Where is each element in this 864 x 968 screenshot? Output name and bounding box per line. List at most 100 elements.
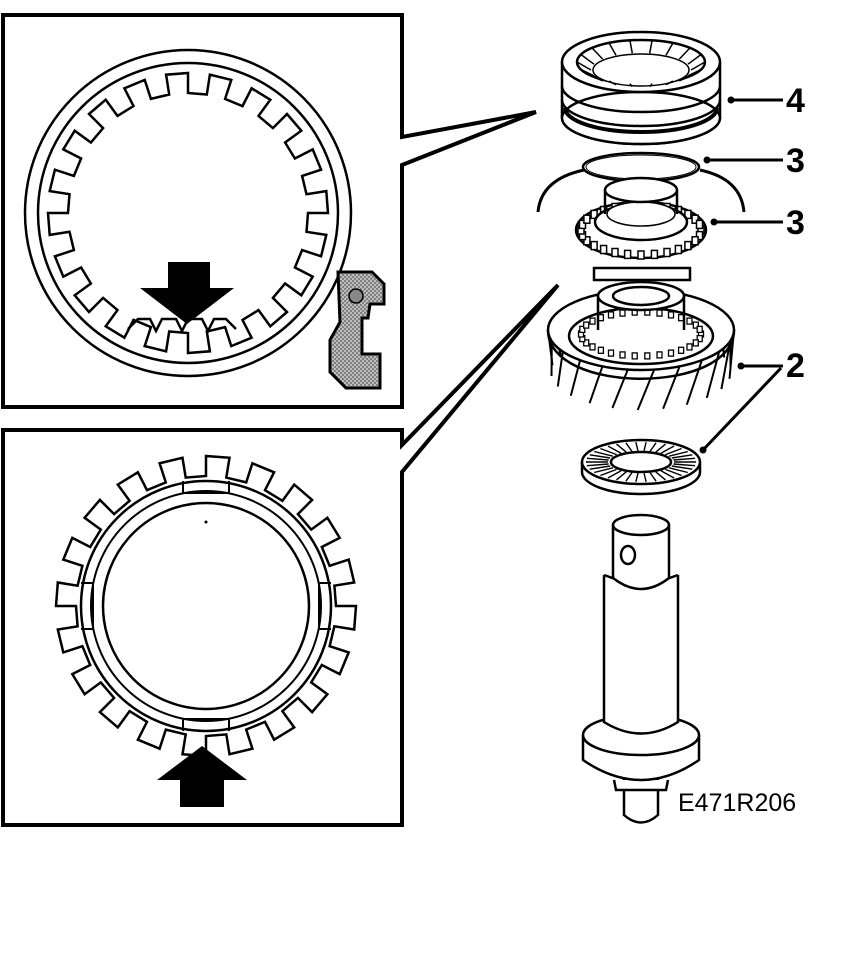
spring-clip-left [536,168,585,213]
sync-tooth [691,236,699,246]
spring-clip-right [699,168,746,213]
detail-panel-top [1,13,537,409]
sleeve-spline [678,47,691,60]
gear-tooth [720,341,732,390]
cone-tooth [696,325,703,334]
sleeve-spline [678,75,691,82]
sleeve-spline [687,68,702,77]
synchronizer-sleeve [560,30,722,146]
synchronizer-ring [574,176,708,260]
cone-tooth [644,352,651,360]
cone-tooth [619,309,626,317]
needle-roller [673,463,696,467]
internal-spline [46,71,330,355]
sync-tooth [695,230,704,241]
cone-tooth [631,352,638,360]
needle-roller [594,450,614,457]
callout-3-spring: 3 [703,142,805,180]
callout-4: 4 [727,82,805,120]
needle-roller [673,457,696,461]
gear-tooth [556,351,564,387]
needle-roller [671,454,693,459]
cone-tooth [607,349,615,357]
sleeve-spline [591,75,604,82]
sync-tooth [590,209,598,220]
exploded-assembly [536,30,746,824]
needle-roller [625,442,633,452]
spacer-ring [592,266,692,282]
sync-tooth [684,240,692,251]
sleeve-spline [649,83,653,88]
synchronizer-ring-teeth [54,454,358,758]
needle-roller [586,463,609,467]
cone-tooth [696,334,703,343]
cone-tooth [686,343,693,351]
sleeve-spline [629,40,634,54]
cone-tooth [579,325,586,334]
needle-roller [643,472,647,483]
cone-tooth [589,317,596,325]
sync-tooth [684,209,692,220]
needle-roller [594,467,614,474]
cone-tooth [597,346,605,354]
gear-tooth [611,369,629,409]
sync-tooth [578,219,587,230]
sleeve-spline [608,42,617,56]
needle-roller [600,468,617,477]
cone-tooth [686,317,693,325]
cone-tooth [619,351,626,359]
gear-tooth [569,359,582,397]
callout-label-2: 2 [786,347,805,385]
sync-tooth [599,244,608,255]
sync-tooth [623,249,632,260]
cone-tooth [656,309,663,317]
up-arrow-icon [157,746,247,807]
callout-label-3a: 3 [786,142,805,180]
needle-roller [616,471,627,481]
needle-roller [589,465,611,470]
sleeve-spline [580,68,595,77]
figure-code: E471R206 [678,789,796,817]
sleeve-spline [687,53,702,65]
down-arrow-icon [140,262,234,324]
needle-roller [607,445,622,454]
cone-tooth [692,339,699,347]
needle-roller [616,443,627,453]
gear-tooth [705,351,721,399]
sync-tooth [583,236,591,246]
needle-roller [607,470,622,479]
needle-roller [668,467,688,474]
helical-gear [546,280,736,411]
gear-tooth [636,369,656,411]
needle-roller [660,445,675,454]
cone-tooth [692,321,699,329]
needle-roller [671,465,693,470]
needle-roller [660,470,675,479]
cone-tooth [667,311,675,319]
gear-tooth [588,366,604,404]
sleeve-spline [665,80,674,86]
needle-roller [635,472,639,483]
needle-bearing [580,438,702,496]
sync-tooth [663,247,671,258]
sleeve-outer-ring [23,48,353,378]
sync-tooth [695,219,704,230]
callout-3-ring: 3 [710,204,805,242]
cone-tooth [583,321,590,329]
cone-tooth [589,343,596,351]
callout-label-4: 4 [786,82,805,120]
needle-roller [635,441,639,452]
needle-roller [668,450,688,457]
gear-tooth [685,359,703,406]
sleeve-spline [591,47,604,60]
needle-roller [665,468,682,477]
sleeve-spline [576,61,592,71]
cone-tooth [667,349,675,357]
needle-roller [625,472,633,482]
needle-roller [649,442,657,452]
callout-2: 2 [699,347,805,454]
gear-tooth [662,366,681,410]
sync-tooth [650,249,659,260]
sleeve-spline [665,42,674,56]
